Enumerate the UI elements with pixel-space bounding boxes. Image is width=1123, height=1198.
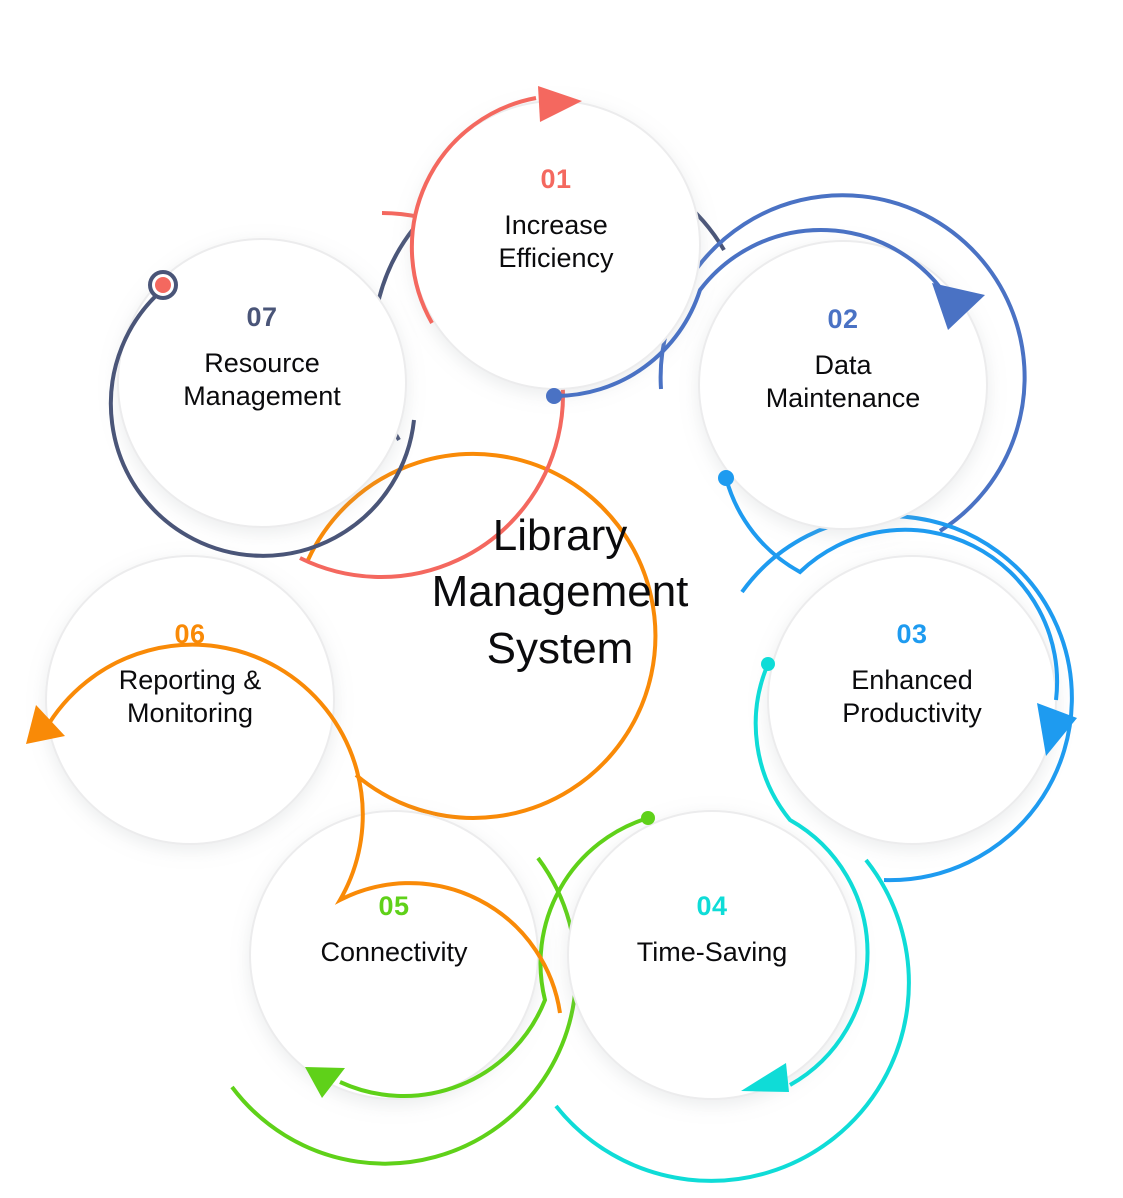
arc-orange-06-outer	[306, 452, 658, 820]
front-arcs-layer	[26, 86, 1077, 1098]
connector-dots-layer	[148, 270, 775, 825]
dot-node-01-bottom	[546, 388, 562, 404]
dot-node-03-left	[761, 657, 775, 671]
node-discs-layer	[45, 100, 1057, 1100]
arrow-orange-06	[26, 705, 65, 744]
node-disc-02[interactable]	[698, 240, 988, 530]
node-disc-07[interactable]	[117, 238, 407, 528]
arc-blue-02-inner	[553, 227, 951, 399]
node-disc-06[interactable]	[45, 555, 335, 845]
arc-cyan-04-outer	[554, 858, 911, 1183]
arc-orange-06-inner	[43, 642, 562, 1014]
arrow-blue-02	[932, 283, 985, 330]
arc-red-01-inner	[409, 96, 537, 324]
arc-cyan-04-inner	[753, 663, 870, 1087]
node-disc-03[interactable]	[767, 555, 1057, 845]
arrow-brightblue-03	[1037, 703, 1077, 756]
arrow-green-05	[305, 1067, 345, 1098]
arc-brightblue-03-inner	[724, 477, 1060, 701]
arrow-red-01	[538, 86, 582, 122]
arc-navy-07-inner	[108, 289, 416, 558]
arc-green-05-inner	[339, 816, 649, 1098]
node-disc-05[interactable]	[249, 810, 539, 1100]
dot-node-07-marker	[155, 277, 171, 293]
dot-node-02-left	[718, 470, 734, 486]
node-disc-04[interactable]	[567, 810, 857, 1100]
dot-node-04-topleft	[641, 811, 655, 825]
node-disc-01[interactable]	[411, 100, 701, 390]
arrow-cyan-04	[741, 1063, 789, 1092]
